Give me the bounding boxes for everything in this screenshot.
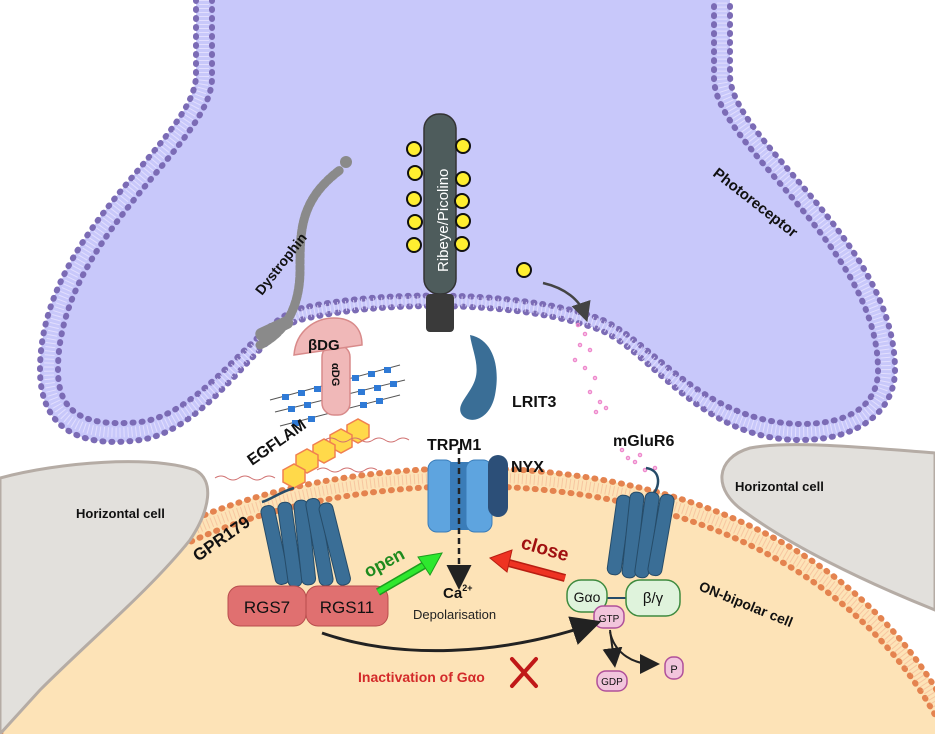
gtp: GTP <box>593 605 625 629</box>
g-alpha-o-label: Gαo <box>574 589 601 605</box>
lrit3: LRIT3 <box>460 335 557 420</box>
depolarisation-label: Depolarisation <box>413 607 496 622</box>
ecm-proteoglycans <box>214 437 410 481</box>
egflam <box>282 418 370 489</box>
ca-superscript: 2+ <box>462 583 472 593</box>
mglur6-label: mGluR6 <box>613 433 674 450</box>
horizontal-cell-left-label: Horizontal cell <box>76 506 165 521</box>
gpr179-receptor <box>260 486 351 588</box>
dystroglycan: βDG αDG <box>293 317 363 416</box>
rgs7: RGS7 <box>227 585 307 627</box>
horizontal-cell-right-label: Horizontal cell <box>735 479 824 494</box>
gdp: GDP <box>596 670 628 692</box>
ca-label: Ca2+ <box>443 583 472 602</box>
phosphate: P <box>664 656 684 680</box>
inactivation-label: Inactivation of Gαo <box>358 669 485 685</box>
alpha-dg-label: αDG <box>329 363 341 386</box>
beta-dg-label: βDG <box>308 337 340 354</box>
rgs11-label: RGS11 <box>320 598 375 617</box>
ribeye-ribbon: Ribeye/Picolino <box>406 113 591 332</box>
gtp-label: GTP <box>599 614 620 625</box>
glutamate-particles <box>572 322 658 473</box>
horizontal-cell-right <box>720 443 935 612</box>
trpm1-channel: TRPM1 <box>427 437 493 590</box>
mglur6-receptor <box>606 466 675 579</box>
horizontal-cell-left <box>0 460 210 737</box>
lrit3-label: LRIT3 <box>512 394 557 411</box>
rgs11: RGS11 <box>305 585 389 627</box>
ribeye-label: Ribeye/Picolino <box>435 169 452 272</box>
beta-gamma-label: β/γ <box>643 590 664 607</box>
rgs7-label: RGS7 <box>244 598 290 617</box>
nyx-label: NYX <box>511 459 544 476</box>
phosphate-label: P <box>670 664 677 676</box>
g-alpha-o: Gαo <box>566 579 640 613</box>
synaptic-vesicles <box>406 138 532 278</box>
cross-icon <box>510 657 538 688</box>
ca-text: Ca <box>443 585 463 602</box>
beta-gamma: β/γ <box>625 579 681 617</box>
trpm1-label: TRPM1 <box>427 437 481 454</box>
gdp-label: GDP <box>601 677 623 688</box>
nyx: NYX <box>488 455 544 517</box>
